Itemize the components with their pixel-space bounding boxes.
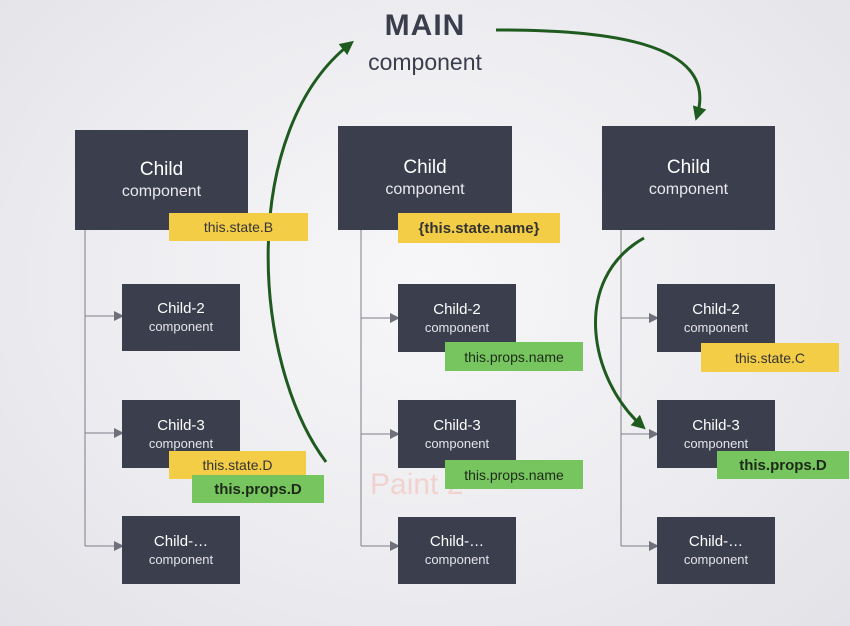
box-title: Child bbox=[666, 157, 711, 178]
main-component-title: MAIN component bbox=[0, 8, 850, 76]
box-title: Child-2 bbox=[692, 300, 740, 318]
state-tag-child2-col3: this.state.C bbox=[701, 343, 839, 372]
box-subtitle: component bbox=[683, 435, 749, 451]
child2-component-col2[interactable]: Child-2 component bbox=[398, 284, 516, 352]
box-title: Child-3 bbox=[692, 416, 740, 434]
box-title: Child-2 bbox=[157, 300, 205, 317]
state-tag-child3-col1: this.state.D bbox=[169, 451, 306, 479]
box-subtitle: component bbox=[121, 183, 202, 200]
child2-component-col1[interactable]: Child-2 component bbox=[122, 284, 240, 351]
box-subtitle: component bbox=[648, 181, 729, 198]
box-title: Child bbox=[139, 159, 184, 180]
box-title: Child-… bbox=[688, 533, 744, 550]
main-title: MAIN bbox=[384, 9, 466, 42]
box-subtitle: component bbox=[385, 181, 465, 198]
box-subtitle: component bbox=[683, 319, 749, 335]
box-title: Child-… bbox=[429, 533, 485, 550]
childn-component-col1[interactable]: Child-… component bbox=[122, 516, 240, 584]
props-tag-child3-col3: this.props.D bbox=[717, 451, 849, 479]
box-subtitle: component bbox=[424, 435, 490, 451]
tree-connector-col2 bbox=[360, 230, 400, 551]
box-subtitle: component bbox=[148, 319, 214, 334]
box-subtitle: component bbox=[148, 551, 214, 567]
flow-arrow-child2-to-child3 bbox=[594, 236, 646, 430]
box-subtitle: component bbox=[424, 552, 490, 567]
box-title: Child bbox=[403, 157, 447, 178]
box-title: Child-2 bbox=[433, 300, 481, 318]
childn-component-col2[interactable]: Child-… component bbox=[398, 517, 516, 584]
box-subtitle: component bbox=[424, 319, 490, 335]
box-subtitle: component bbox=[148, 435, 214, 451]
child-component-col2[interactable]: Child component bbox=[338, 126, 512, 230]
child3-component-col2[interactable]: Child-3 component bbox=[398, 400, 516, 468]
box-title: Child-… bbox=[153, 532, 209, 550]
props-tag-child2-col2: this.props.name bbox=[445, 342, 583, 371]
box-title: Child-3 bbox=[157, 416, 205, 434]
box-subtitle: component bbox=[683, 552, 749, 567]
props-tag-child3-col2: this.props.name bbox=[445, 460, 583, 489]
flow-arrow-child3-to-main bbox=[266, 40, 354, 463]
tree-connector-col1 bbox=[84, 230, 124, 551]
child2-component-col3[interactable]: Child-2 component bbox=[657, 284, 775, 352]
main-subtitle: component bbox=[368, 49, 482, 75]
box-title: Child-3 bbox=[433, 416, 481, 434]
flow-arrow-main-to-child3col bbox=[495, 28, 707, 121]
tree-connector-col3 bbox=[620, 230, 659, 551]
props-tag-child3-col1: this.props.D bbox=[192, 475, 324, 503]
childn-component-col3[interactable]: Child-… component bbox=[657, 517, 775, 584]
state-tag-col2: {this.state.name} bbox=[398, 213, 560, 243]
child-component-col3[interactable]: Child component bbox=[602, 126, 775, 230]
state-tag-col1: this.state.B bbox=[169, 213, 308, 241]
